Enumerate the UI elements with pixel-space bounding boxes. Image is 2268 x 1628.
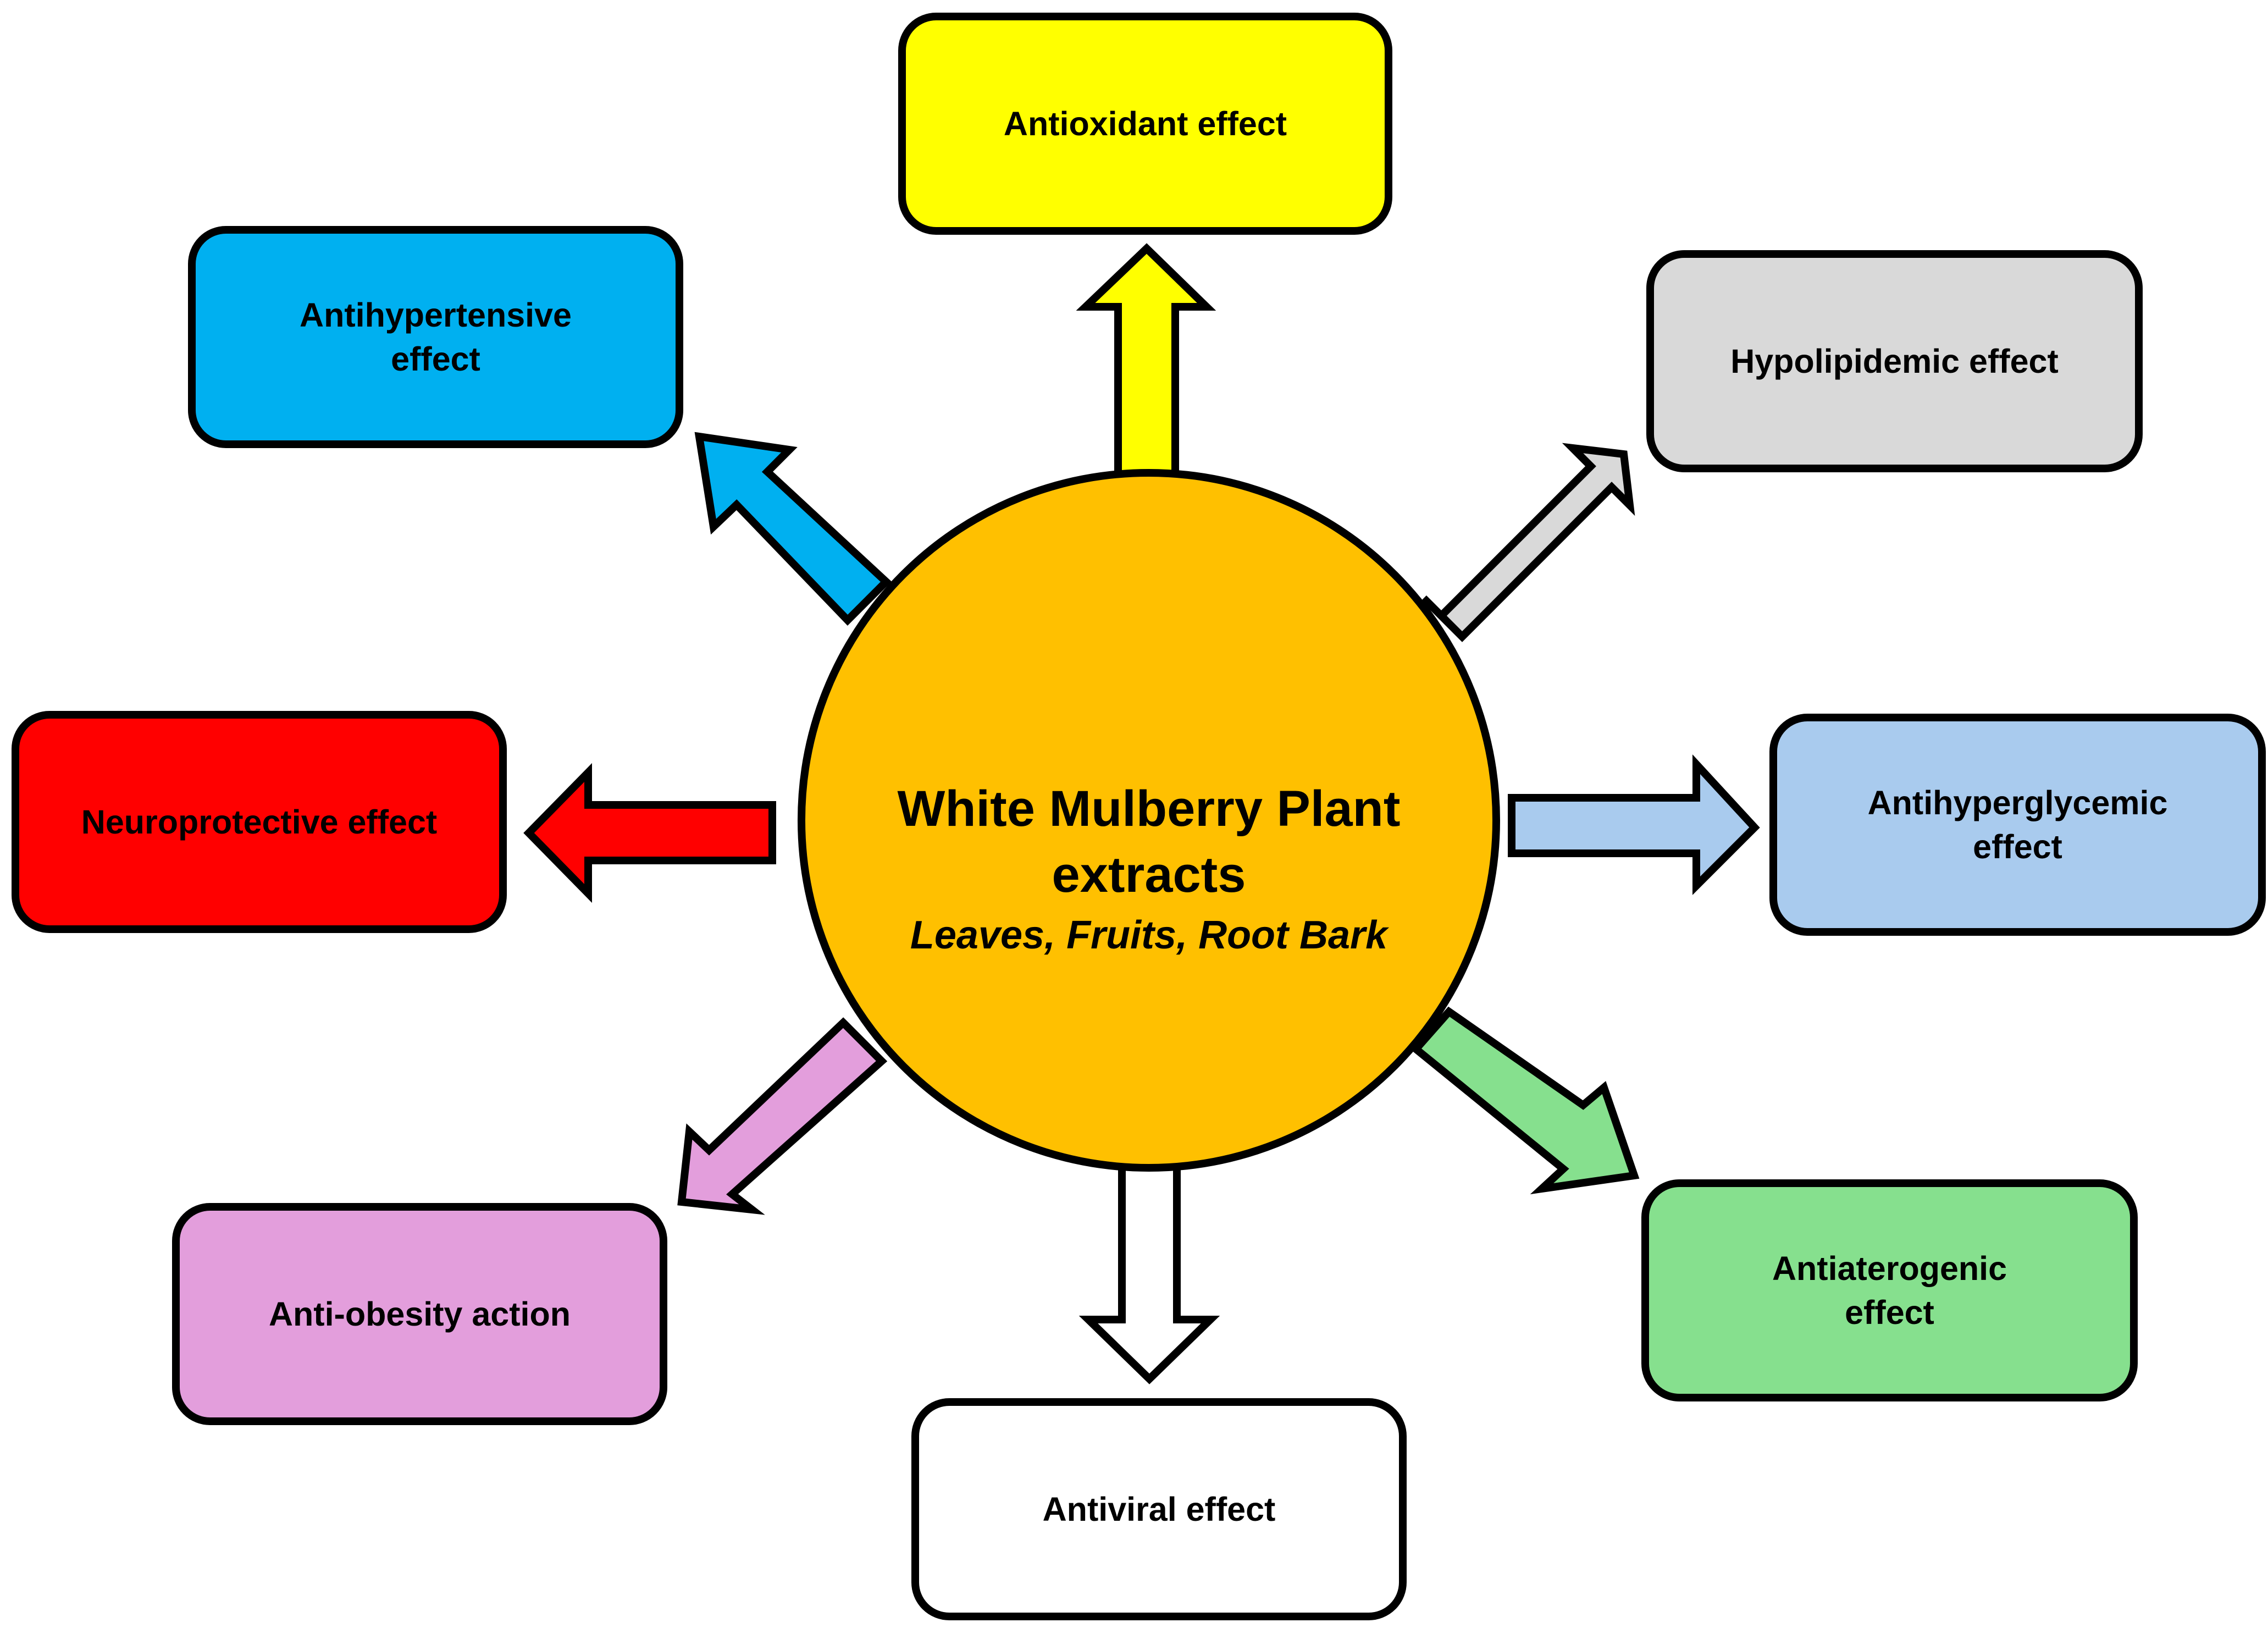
center-title-line2: extracts	[1052, 847, 1246, 903]
arrow-antioxidant	[1076, 243, 1216, 487]
arrow-anti-obesity	[677, 1017, 888, 1215]
effect-label-antiaterogenic-2: effect	[1845, 1294, 1934, 1331]
effect-label-antiaterogenic-1: Antiaterogenic	[1772, 1250, 2007, 1287]
effect-label-antihyperglycemic-1: Antihyperglycemic	[1868, 784, 2168, 821]
effect-box-bg-antiviral	[911, 1398, 1407, 1620]
center-node: White Mulberry Plant extracts Leaves, Fr…	[798, 469, 1500, 1172]
arrow-antiaterogenic	[1410, 1006, 1640, 1195]
effect-box-neuroprotective: Neuroprotective effect	[12, 711, 507, 933]
arrows-layer	[523, 243, 1760, 1384]
effect-box-antihypertensive: Antihypertensive effect	[188, 226, 683, 448]
arrow-antihyperglycemic	[1508, 754, 1760, 895]
arrow-antiviral	[1078, 1140, 1220, 1384]
effect-label-antioxidant-1: Antioxidant effect	[1004, 105, 1287, 142]
effect-box-antiviral: Antiviral effect	[911, 1398, 1407, 1620]
effect-box-bg-antihyperglycemic	[1769, 714, 2266, 936]
effect-box-antiaterogenic: Antiaterogenic effect	[1641, 1179, 2138, 1401]
effect-box-anti-obesity: Anti-obesity action	[172, 1203, 667, 1425]
effect-label-anti-obesity-1: Anti-obesity action	[269, 1295, 571, 1333]
effect-box-antioxidant: Antioxidant effect	[898, 13, 1392, 235]
effect-box-bg-neuroprotective	[12, 711, 507, 933]
effect-label-antihypertensive-2: effect	[391, 340, 480, 378]
effect-box-bg-anti-obesity	[172, 1203, 667, 1425]
center-subtitle: Leaves, Fruits, Root Bark	[910, 913, 1390, 957]
arrow-antihypertensive	[694, 432, 892, 626]
effect-label-neuroprotective-1: Neuroprotective effect	[81, 803, 437, 841]
center-title-line1: White Mulberry Plant	[898, 781, 1401, 837]
effect-label-antihyperglycemic-2: effect	[1973, 828, 2062, 865]
center-circle	[798, 469, 1500, 1172]
arrow-neuroprotective	[523, 763, 776, 903]
effect-box-bg-hypolipidemic	[1646, 250, 2143, 472]
effect-box-bg-antihypertensive	[188, 226, 683, 448]
effect-label-antihypertensive-1: Antihypertensive	[300, 296, 572, 334]
effect-box-antihyperglycemic: Antihyperglycemic effect	[1769, 714, 2266, 936]
effect-box-bg-antiaterogenic	[1641, 1179, 2138, 1401]
effect-label-hypolipidemic-1: Hypolipidemic effect	[1730, 343, 2059, 380]
effect-box-bg-antioxidant	[898, 13, 1392, 235]
effect-box-hypolipidemic: Hypolipidemic effect	[1646, 250, 2143, 472]
effect-label-antiviral-1: Antiviral effect	[1043, 1491, 1276, 1528]
arrow-hypolipidemic	[1421, 443, 1635, 642]
